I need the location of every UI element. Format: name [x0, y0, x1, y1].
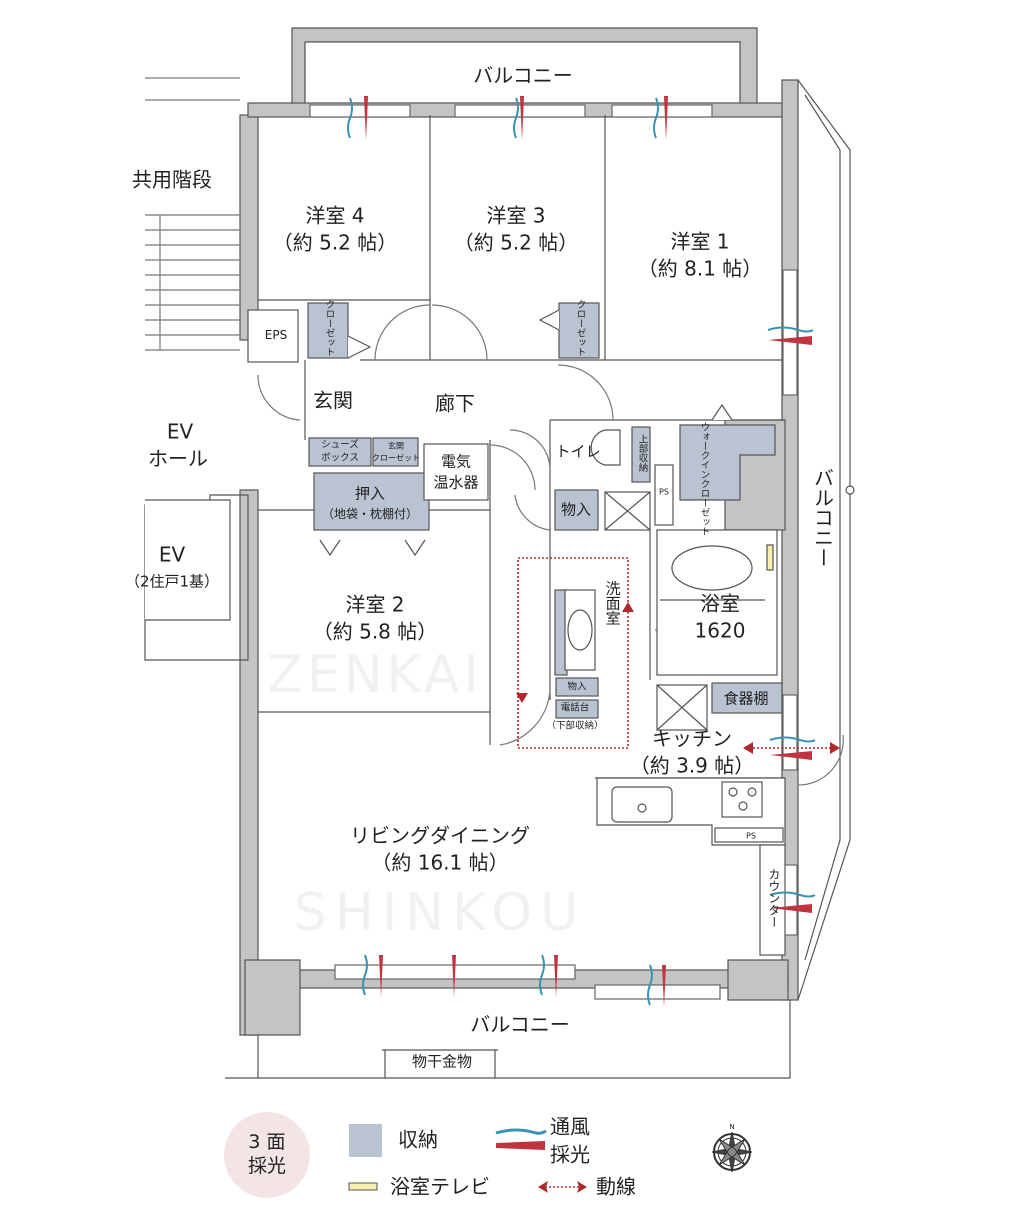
three-side-daylight-badge: 3 面 採光	[224, 1112, 310, 1198]
bottom-balcony	[225, 1000, 791, 1079]
legend-ventilation-label: 通風	[550, 1114, 590, 1139]
monoire-label: 物入	[560, 500, 592, 519]
bath-size: 1620	[694, 618, 746, 643]
counter-text: カウンター	[766, 868, 781, 929]
monoire-small-label: 物入	[567, 681, 587, 693]
living-size: （約 16.1 帖）	[371, 850, 509, 875]
electric-water-heater	[423, 443, 489, 501]
ev-label: EV	[158, 542, 186, 567]
watermark: SHINKOU	[293, 883, 587, 944]
flow-lines	[517, 557, 835, 749]
room-western2-name: 洋室 2	[345, 592, 405, 617]
entry-closet-label: 玄関	[388, 441, 404, 451]
doors	[257, 304, 844, 786]
phone-stand-label: 電話台	[560, 702, 590, 714]
legend-ventilation-icon	[495, 1128, 547, 1135]
closet-label: クローゼット	[574, 300, 585, 361]
ev-shaft	[145, 499, 231, 621]
eps-label: EPS	[264, 328, 288, 343]
left-wall-lower	[239, 489, 259, 1036]
water-heater-label: 電気	[440, 452, 472, 471]
counter-label: カウンター	[766, 868, 781, 932]
oshiire-label: 押入	[354, 484, 386, 503]
legend-daylight-label: 採光	[550, 1142, 590, 1167]
walk-in-closet-text: ウォークインクローゼット	[698, 422, 710, 537]
shoe-box-label: ボックス	[321, 452, 359, 464]
closet-text: クローゼット	[574, 299, 586, 357]
hallway-label: 廊下	[435, 391, 475, 416]
badge-line1: 3 面	[248, 1131, 286, 1154]
left-wall	[239, 114, 259, 341]
entry-closet-label: クローゼット	[372, 453, 420, 463]
toilet-label: トイレ	[555, 442, 601, 461]
bottom-corner-right	[727, 959, 789, 1001]
room-western4-name: 洋室 4	[305, 203, 365, 228]
closet-label: クローゼット	[323, 300, 334, 361]
legend-flow-icon	[538, 1181, 587, 1193]
ps-shaft	[654, 464, 674, 526]
room-western3-size: （約 5.2 帖）	[453, 230, 579, 255]
water-heater-label: 温水器	[433, 473, 479, 492]
oshiire-note: （地袋・枕棚付）	[321, 507, 419, 522]
legend-flow-label: 動線	[596, 1174, 636, 1199]
legend-bath-tv-label: 浴室テレビ	[390, 1174, 490, 1199]
counter	[759, 844, 786, 956]
ev-hall-label: ホール	[148, 446, 208, 471]
living-name: リビングダイニング	[350, 823, 530, 848]
storage-blocks	[307, 302, 783, 719]
legend-bath-tv-swatch	[348, 1182, 378, 1191]
closet-text: クローゼット	[323, 299, 335, 357]
stairs-label: 共用階段	[132, 167, 212, 192]
room-western1-name: 洋室 1	[670, 229, 730, 254]
top-balcony-floor	[304, 41, 741, 106]
compass-icon	[711, 1131, 753, 1173]
kitchen-ps-label: PS	[746, 831, 756, 841]
vent-light-marks	[347, 96, 816, 1007]
room-western2-size: （約 5.8 帖）	[312, 619, 438, 644]
kitchen-name: キッチン	[652, 726, 732, 751]
kitchen-size: （約 3.9 帖）	[629, 753, 755, 778]
cupboard-label: 食器棚	[723, 689, 769, 708]
compass-north-label: N	[729, 1122, 735, 1131]
shoe-box-label: シューズ	[321, 439, 359, 451]
room-western1-size: （約 8.1 帖）	[637, 256, 763, 281]
legend-storage-label: 収納	[398, 1127, 438, 1152]
upper-storage-text: 上部収納	[636, 434, 648, 473]
flow-arrows	[516, 602, 840, 754]
entrance-label: 玄関	[313, 388, 353, 413]
bath-tv	[766, 544, 774, 571]
bath-name: 浴室	[700, 591, 740, 616]
right-balcony	[797, 79, 851, 1001]
phone-stand-note: （下部収納）	[546, 720, 604, 732]
badge-line2: 採光	[247, 1155, 286, 1177]
right-balcony-text: バルコニー	[810, 467, 835, 568]
stairs	[145, 77, 240, 351]
room-western4-size: （約 5.2 帖）	[272, 230, 398, 255]
ev-note: （2住戸1基）	[124, 572, 220, 591]
walk-in-closet-label: ウォークインクローゼット	[698, 422, 710, 537]
right-balcony-label: バルコニー	[810, 467, 835, 573]
bottom-corner-left	[244, 959, 301, 1036]
room-western3-name: 洋室 3	[486, 203, 546, 228]
watermark: ZENKAI	[267, 645, 483, 706]
washroom-label: 洗面室	[603, 580, 622, 629]
top-balcony-label: バルコニー	[473, 63, 573, 88]
ev-hall-label: EV	[166, 419, 194, 444]
legend-storage-swatch	[349, 1124, 382, 1157]
ps-label: PS	[659, 487, 669, 497]
kitchen-counter	[596, 777, 786, 846]
washroom-text: 洗面室	[603, 580, 622, 626]
legend-daylight-icon	[496, 1141, 545, 1150]
upper-storage-label: 上部収納	[636, 434, 647, 476]
drying-hardware-label: 物干金物	[411, 1052, 473, 1071]
bottom-balcony-label: バルコニー	[470, 1012, 570, 1037]
